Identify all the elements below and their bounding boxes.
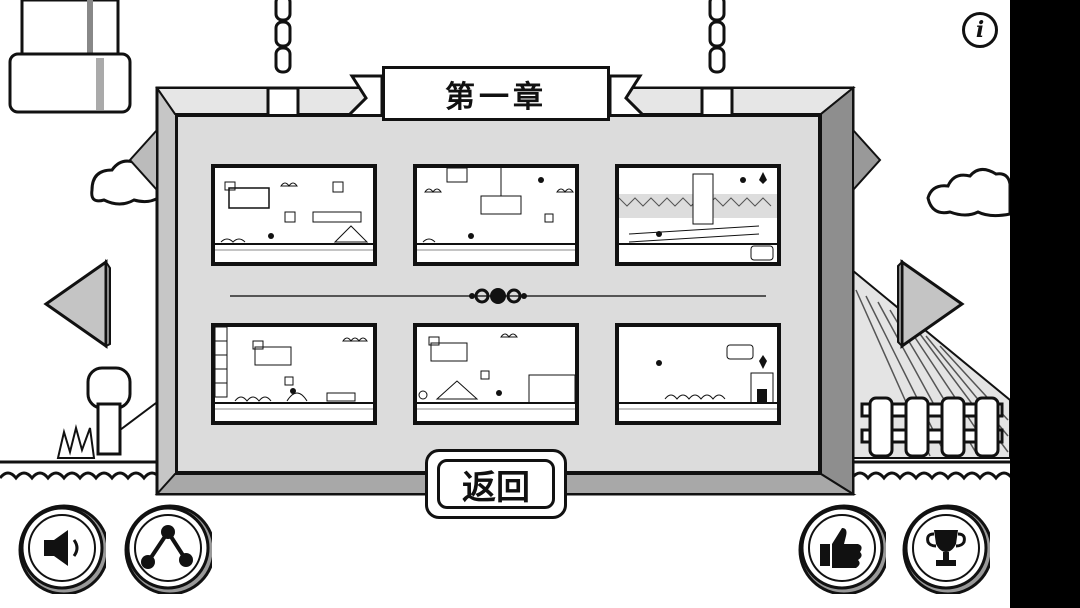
trophy-icon (926, 530, 966, 566)
info-button[interactable]: i (962, 12, 998, 48)
level-thumbnail-5[interactable] (413, 323, 579, 425)
chapter-title: 第一章 (382, 66, 610, 121)
next-chapter-arrow-icon[interactable] (896, 258, 968, 350)
level-thumbnail-1[interactable] (211, 164, 377, 266)
thumbs-up-icon (820, 528, 862, 568)
sound-button[interactable] (16, 504, 106, 594)
level-thumbnail-2[interactable] (413, 164, 579, 266)
share-button[interactable] (122, 504, 212, 594)
back-button-label: 返回 (437, 459, 555, 509)
like-button[interactable] (796, 504, 886, 594)
level-thumbnail-3[interactable] (615, 164, 781, 266)
ornament-divider (230, 288, 766, 304)
letterbox-bar (1010, 0, 1080, 608)
back-button[interactable]: 返回 (425, 449, 567, 519)
prev-chapter-arrow-icon[interactable] (40, 258, 112, 350)
level-thumbnail-4[interactable] (211, 323, 377, 425)
speaker-icon (44, 530, 79, 566)
trophy-button[interactable] (900, 504, 990, 594)
level-thumbnail-6[interactable] (615, 323, 781, 425)
share-icon (141, 525, 193, 569)
